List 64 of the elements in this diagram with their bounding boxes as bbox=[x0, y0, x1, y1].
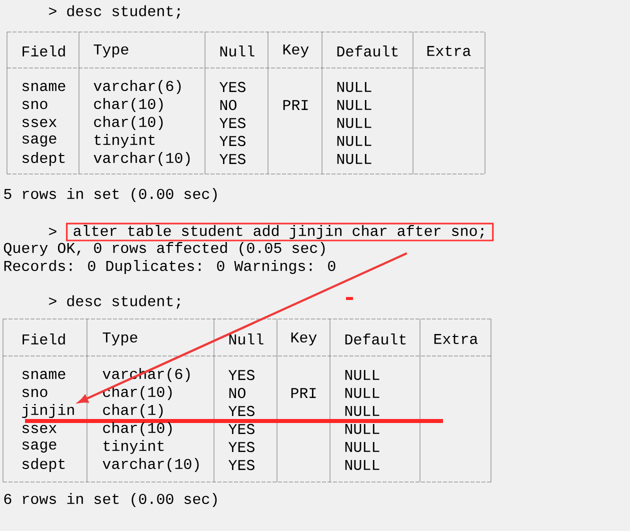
terminal-text: NULL bbox=[337, 118, 372, 128]
terminal-text: varchar(6) bbox=[94, 80, 181, 94]
terminal-text: NO bbox=[220, 100, 236, 110]
highlighted-command: alter table student add jinjin char after sno; bbox=[66, 222, 494, 242]
terminal-text: NULL bbox=[337, 154, 372, 164]
terminal-text: ssex bbox=[22, 424, 56, 434]
terminal-text: Type bbox=[102, 332, 138, 346]
terminal-text: sno bbox=[22, 100, 48, 110]
terminal-text: sage bbox=[22, 135, 56, 147]
terminal-text: varchar(10) bbox=[94, 152, 190, 166]
terminal-text: ssex bbox=[22, 118, 56, 128]
terminal-text: char(10) bbox=[94, 116, 163, 130]
terminal-text: YES bbox=[219, 82, 246, 92]
terminal-text: sname bbox=[22, 82, 66, 92]
table-cell: jinjin bbox=[22, 404, 74, 418]
terminal-text: varchar(10) bbox=[102, 458, 199, 472]
terminal-text: PRI bbox=[283, 100, 308, 110]
terminal-text: char(10) bbox=[103, 422, 172, 436]
terminal-text: tinyint bbox=[94, 134, 155, 148]
terminal-text: sdept bbox=[22, 458, 65, 472]
terminal-text: YES bbox=[219, 118, 246, 128]
terminal-text: char(10) bbox=[103, 386, 172, 400]
terminal-text: Records: 0 Duplicates: 0 Warnings: 0 bbox=[4, 260, 336, 274]
terminal-text: NULL bbox=[345, 424, 380, 434]
terminal-text: NULL bbox=[345, 442, 380, 452]
terminal-text: NULL bbox=[337, 136, 372, 146]
terminal-text: Field bbox=[22, 333, 65, 345]
terminal-text: PRI bbox=[291, 388, 316, 398]
terminal-text: Key bbox=[291, 332, 317, 346]
terminal-text: Key bbox=[283, 44, 309, 58]
terminal-text: Null bbox=[220, 46, 254, 56]
terminal-text: Default bbox=[337, 46, 398, 56]
terminal-text: NULL bbox=[337, 82, 372, 92]
terminal-text: NULL bbox=[345, 406, 380, 416]
terminal-text: YES bbox=[219, 154, 246, 164]
terminal-text: Null bbox=[229, 334, 264, 344]
terminal-text: Field bbox=[22, 45, 65, 57]
arrow bbox=[78, 252, 408, 404]
terminal-text: Default bbox=[345, 334, 406, 344]
terminal-text: NULL bbox=[337, 100, 372, 110]
terminal-text: YES bbox=[228, 424, 254, 434]
terminal-text: sno bbox=[22, 388, 48, 398]
terminal-text: 6 rows in set (0.00 sec) bbox=[4, 493, 217, 507]
terminal-text: YES bbox=[228, 442, 254, 452]
terminal-text: YES bbox=[228, 370, 254, 380]
terminal-text: 5 rows in set (0.00 sec) bbox=[4, 188, 217, 202]
terminal-text: NULL bbox=[345, 370, 380, 380]
terminal-text: Extra bbox=[427, 46, 471, 56]
terminal-text: sdept bbox=[22, 152, 65, 166]
terminal-text: tinyint bbox=[104, 440, 164, 454]
terminal-text: YES bbox=[228, 460, 254, 470]
terminal-text: NULL bbox=[345, 460, 380, 470]
terminal-text: sname bbox=[22, 370, 66, 380]
terminal-text: Type bbox=[94, 44, 128, 58]
terminal-text: NO bbox=[229, 388, 246, 398]
terminal-text: sage bbox=[22, 441, 56, 453]
terminal-text: char(10) bbox=[94, 98, 163, 112]
terminal-text: NULL bbox=[345, 388, 380, 398]
terminal-text: Extra bbox=[434, 334, 478, 344]
terminal-text: > desc student; bbox=[49, 295, 180, 309]
terminal-text: YES bbox=[219, 136, 246, 146]
terminal-text: > desc student; bbox=[49, 5, 180, 19]
terminal-text: char(1) bbox=[103, 404, 163, 418]
terminal-text: YES bbox=[228, 406, 254, 416]
